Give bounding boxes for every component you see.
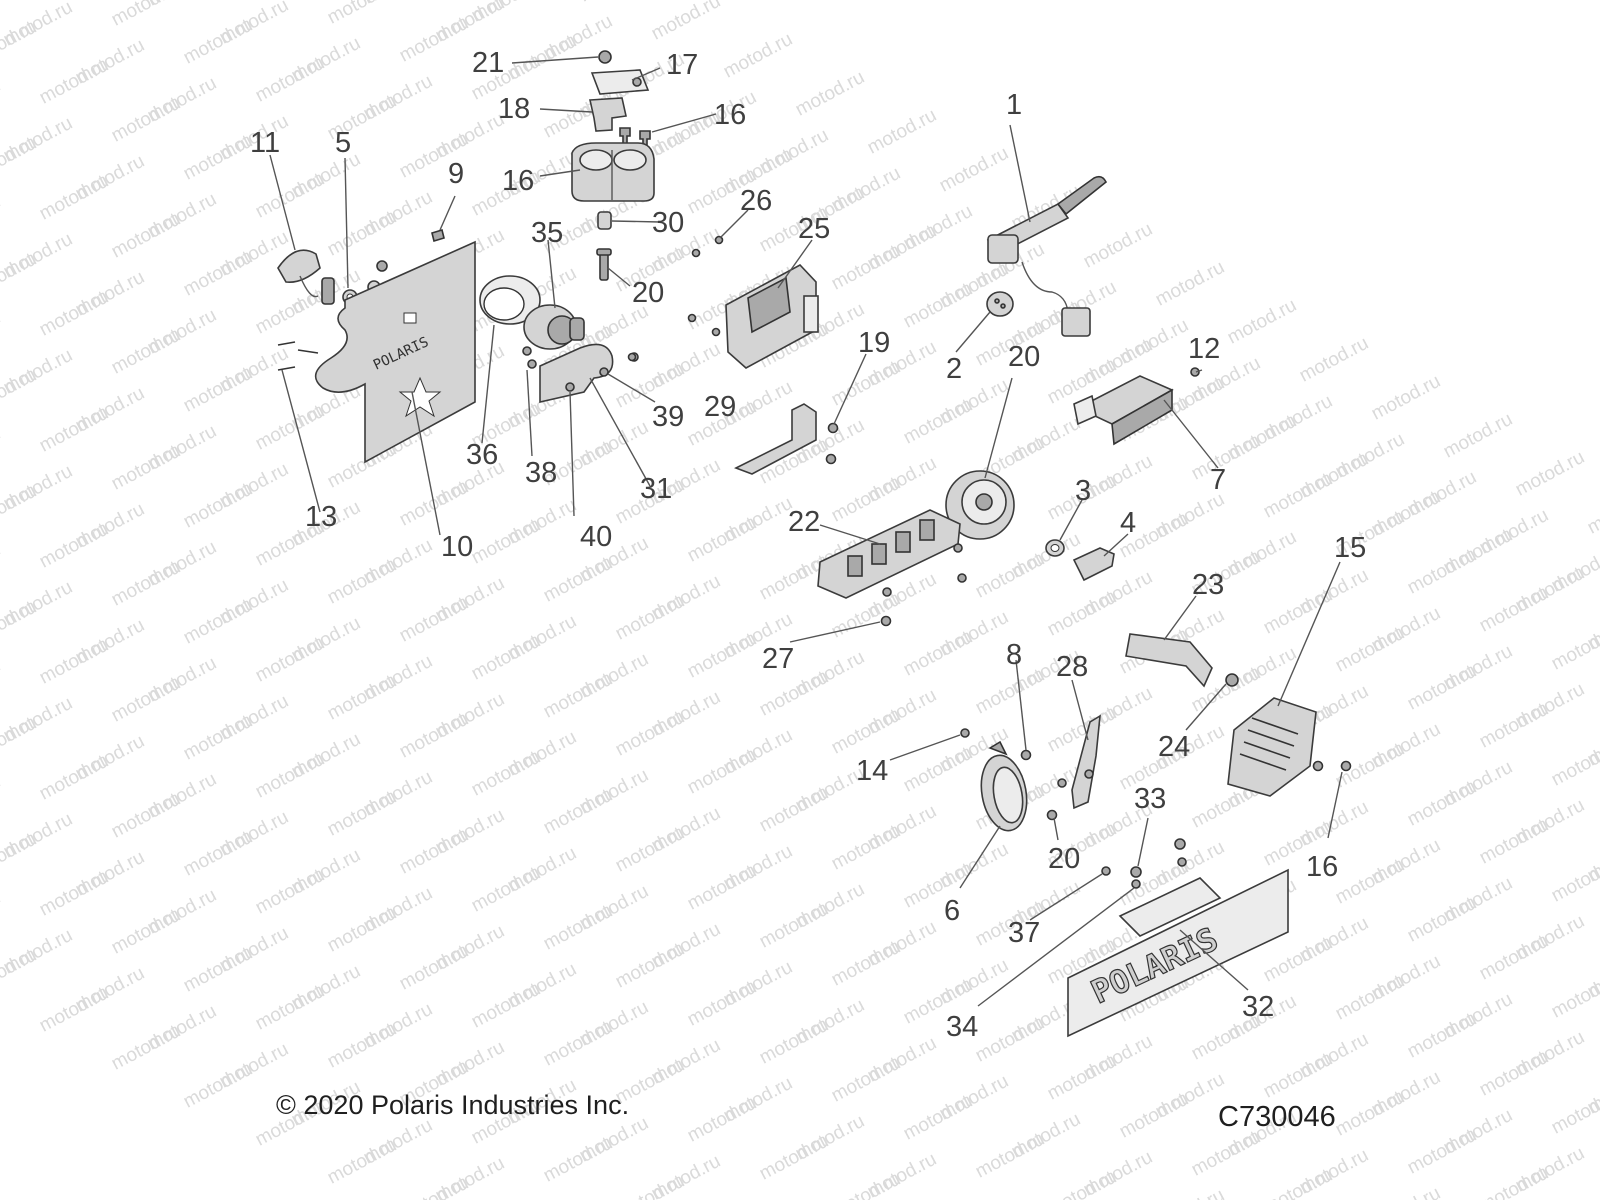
- callout-23: 21: [472, 47, 504, 79]
- callout-28: 26: [740, 185, 772, 217]
- callout-9: 9: [448, 158, 464, 190]
- part-13-bolts: [277, 341, 319, 371]
- callout-13: 13: [305, 501, 337, 533]
- callout-40: 38: [525, 457, 557, 489]
- callout-25: 23: [1192, 569, 1224, 601]
- callout-42: 40: [580, 521, 612, 553]
- part-14-nut: [960, 728, 970, 738]
- part-38-trim-ring: [479, 275, 541, 325]
- part-29-screw: [880, 615, 892, 627]
- part-37-ignition-switch: [523, 304, 585, 350]
- callout-38: 36: [466, 439, 498, 471]
- callout-16-lower: 16: [1306, 851, 1338, 883]
- part-19-clip: [589, 97, 627, 132]
- part-20-screws-upper: [825, 422, 839, 465]
- part-39-screw: [1101, 866, 1111, 876]
- callout-19: 18: [498, 93, 530, 125]
- callout-15: 15: [1334, 532, 1366, 564]
- callout-14: 14: [856, 755, 888, 787]
- part-40-screws: [522, 346, 537, 369]
- callout-16-top: 16: [714, 99, 746, 131]
- callout-31: 29: [704, 391, 736, 423]
- diagram-code: C730046: [1218, 1101, 1336, 1133]
- callout-6: 6: [944, 895, 960, 927]
- part-21-accessory-motor: [945, 470, 1015, 540]
- callout-30: 28: [1056, 651, 1088, 683]
- part-9-screw: [431, 228, 445, 243]
- callout-36: 34: [946, 1011, 978, 1043]
- part-12-screw: [1190, 367, 1200, 377]
- callout-24: 22: [788, 506, 820, 538]
- callout-35: 33: [1134, 783, 1166, 815]
- part-18-bracket: [590, 69, 650, 95]
- callout-7: 7: [1210, 464, 1226, 496]
- part-36-nut: [1131, 857, 1187, 889]
- callout-21: 20: [1008, 341, 1040, 373]
- callout-17: 16: [502, 165, 534, 197]
- part-42-nut: [565, 382, 575, 392]
- callout-4: 4: [1120, 507, 1136, 539]
- callout-34: 32: [1242, 991, 1274, 1023]
- callout-2: 2: [946, 353, 962, 385]
- part-7-voltage-regulator: [1073, 375, 1174, 446]
- callout-26: 24: [1158, 731, 1190, 763]
- part-27-ecu-module: [725, 264, 819, 369]
- part-16-screws-lower: [1312, 760, 1352, 772]
- part-23-nut: [598, 50, 612, 64]
- callout-33: 31: [640, 473, 672, 505]
- part-28-screws: [627, 235, 724, 362]
- part-11-pigtail-connector: [277, 249, 335, 305]
- callout-41: 39: [652, 401, 684, 433]
- callout-8: 8: [1006, 639, 1022, 671]
- callout-22: 20: [632, 277, 664, 309]
- part-15-rectifier: [1227, 697, 1317, 797]
- callout-12: 12: [1188, 333, 1220, 365]
- part-1-combination-switch: [986, 175, 1108, 337]
- callout-5: 5: [335, 127, 351, 159]
- callout-29: 27: [762, 643, 794, 675]
- copyright-notice: © 2020 Polaris Industries Inc.: [276, 1090, 630, 1120]
- part-26-nut: [1225, 673, 1239, 687]
- part-6-horn: [980, 740, 1028, 832]
- part-35-screw: [1130, 838, 1186, 878]
- part-20-screws-lower: [1046, 809, 1058, 821]
- part-24-fuse-block: [817, 509, 967, 599]
- callout-11: 11: [250, 127, 280, 159]
- callout-20-lower: 20: [1048, 843, 1080, 875]
- leader-lines: [269, 56, 1343, 1007]
- callout-18: 17: [666, 49, 698, 81]
- part-8-screw: [1020, 749, 1032, 761]
- callout-27: 25: [798, 213, 830, 245]
- part-3-nut: [1045, 539, 1065, 557]
- part-25-bracket: [1125, 633, 1213, 688]
- part-32-spacer: [597, 211, 612, 230]
- part-10-mounting-plate: POLARIS: [314, 240, 476, 464]
- part-17-relay-housing: [571, 142, 655, 202]
- part-2-cap: [986, 291, 1014, 317]
- callout-numbers: 21 17 18 16 16 30 20 11 5 9 35 26 25 1 1…: [250, 47, 1366, 1043]
- callout-1: 1: [1006, 89, 1022, 121]
- callout-10: 10: [441, 531, 473, 563]
- callout-32: 30: [652, 207, 684, 239]
- callout-37: 35: [531, 217, 563, 249]
- callout-39: 37: [1008, 917, 1040, 949]
- part-31-ecu-bracket: [734, 403, 817, 475]
- callout-3: 3: [1075, 475, 1091, 507]
- callout-20-upper: 19: [858, 327, 890, 359]
- part-33-switch-bracket: [539, 343, 614, 404]
- part-22-bolt: [596, 248, 612, 281]
- part-30-horn-bracket: [1057, 714, 1101, 810]
